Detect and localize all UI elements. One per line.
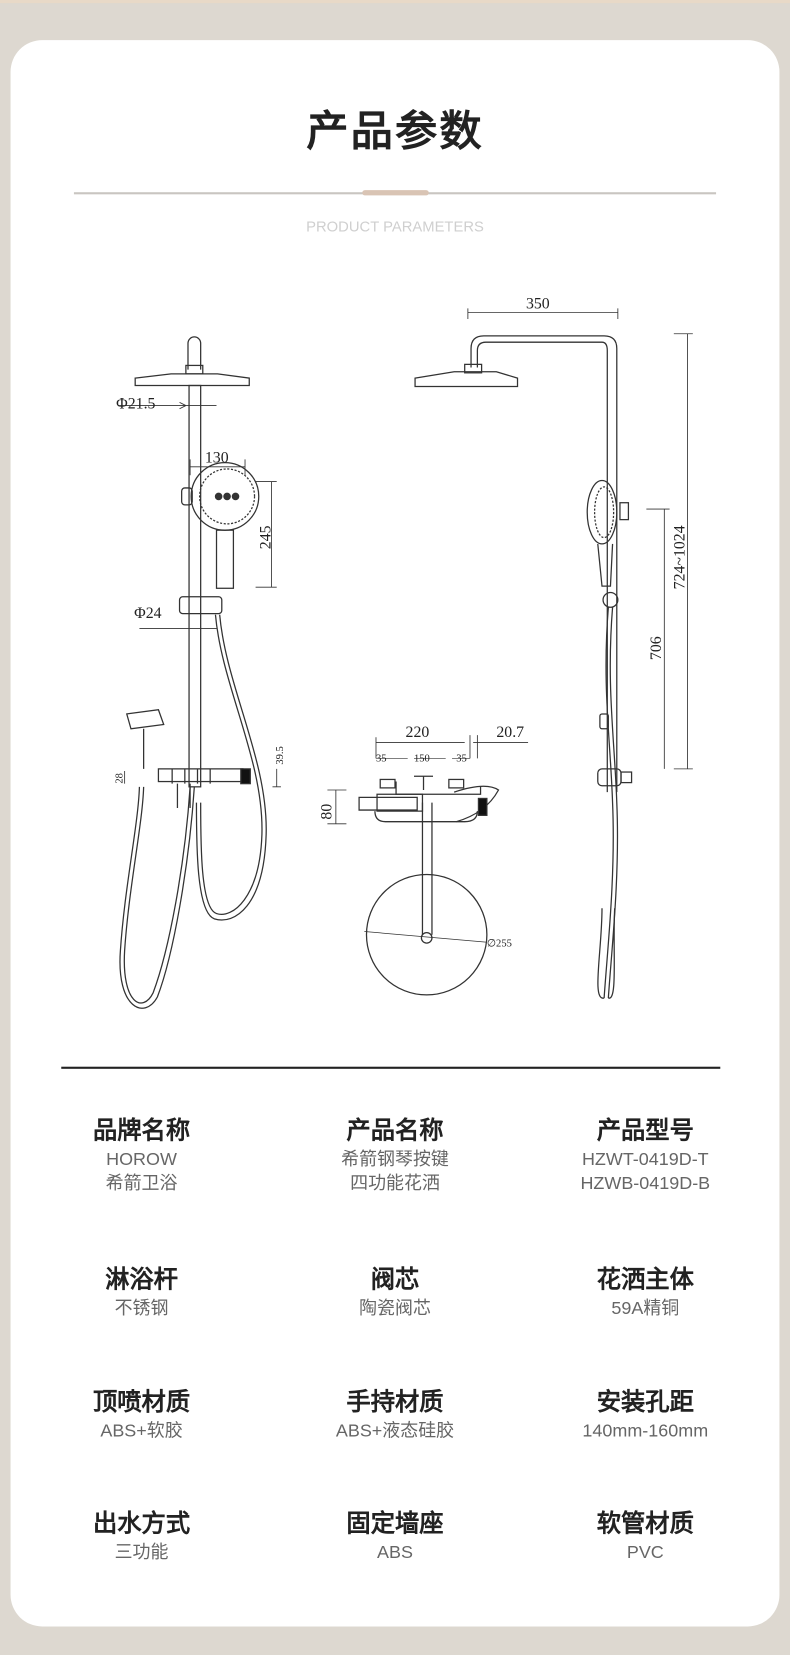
- side-view-drawing: [414, 308, 693, 999]
- front-view-drawing: [118, 336, 281, 1009]
- page-title: 产品参数: [306, 107, 484, 157]
- spec-value: 140mm-160mm: [582, 1420, 709, 1441]
- spec-valve-core: 阀芯 陶瓷阀芯: [268, 1264, 521, 1320]
- spec-value: ABS+液态硅胶: [335, 1420, 455, 1441]
- spec-value: 三功能: [114, 1541, 169, 1563]
- spec-value: 不锈钢: [114, 1298, 169, 1319]
- spec-body: 花洒主体 59A精铜: [519, 1264, 772, 1320]
- spec-label: 产品名称: [346, 1117, 444, 1145]
- dim-shelf-offset: 39.5: [275, 746, 286, 764]
- dim-inlet-right: 35: [456, 753, 467, 764]
- page-subtitle: PRODUCT PARAMETERS: [306, 217, 484, 235]
- spec-label: 淋浴杆: [105, 1266, 178, 1294]
- valve-top-view-drawing: [327, 735, 529, 996]
- spec-water-mode: 出水方式 三功能: [15, 1508, 268, 1564]
- dim-rail-height: 706: [648, 636, 665, 660]
- spec-hole-spacing: 安装孔距 140mm-160mm: [519, 1387, 772, 1443]
- spec-label: 软管材质: [596, 1510, 694, 1538]
- spec-value: HOROW: [106, 1149, 177, 1170]
- dim-handheld-height: 245: [257, 525, 274, 549]
- spec-model: 产品型号 HZWT-0419D-T HZWB-0419D-B: [519, 1115, 772, 1195]
- spec-handheld-material: 手持材质 ABS+液态硅胶: [268, 1387, 521, 1443]
- spec-value: PVC: [626, 1541, 664, 1563]
- spec-label: 花洒主体: [596, 1266, 694, 1294]
- spec-value: ABS: [377, 1541, 413, 1563]
- dim-valve-width: 220: [406, 724, 430, 741]
- spec-value: 陶瓷阀芯: [359, 1298, 431, 1319]
- spec-label: 产品型号: [596, 1117, 694, 1145]
- dim-inlet-left: 35: [376, 753, 387, 764]
- spec-label: 阀芯: [370, 1266, 420, 1294]
- spec-value: ABS+软胶: [100, 1420, 183, 1441]
- shower-dimension-drawing: Φ21.5 130 245 Φ24 28 39.5 350: [115, 295, 693, 1009]
- spec-wall-mount: 固定墙座 ABS: [268, 1508, 521, 1564]
- spec-label: 顶喷材质: [92, 1388, 191, 1417]
- spec-label: 品牌名称: [92, 1117, 191, 1145]
- spec-label: 固定墙座: [346, 1510, 444, 1538]
- section-divider: [61, 1066, 721, 1069]
- dim-handheld-width: 130: [205, 450, 229, 467]
- spec-value: HZWT-0419D-T: [581, 1149, 709, 1170]
- dim-pipe-diameter-top: Φ21.5: [116, 396, 155, 413]
- spec-top-spray-material: 顶喷材质 ABS+软胶: [15, 1387, 268, 1443]
- dim-total-height-range: 724~1024: [671, 525, 688, 589]
- dim-inlet-spacing: 150: [414, 753, 430, 764]
- spec-value: 59A精铜: [611, 1298, 680, 1319]
- spec-value: 希箭卫浴: [105, 1173, 178, 1194]
- dim-arm-length: 350: [526, 295, 550, 312]
- dim-shelf-height: 28: [115, 773, 126, 784]
- dim-valve-height: 80: [319, 804, 336, 820]
- spec-label: 手持材质: [346, 1388, 444, 1417]
- spec-brand: 品牌名称 HOROW 希箭卫浴: [15, 1115, 268, 1195]
- spec-product-name: 产品名称 希箭钢琴按键 四功能花洒: [268, 1115, 521, 1195]
- spec-value: HZWB-0419D-B: [580, 1173, 711, 1194]
- dim-valve-side: 20.7: [496, 724, 524, 741]
- spec-label: 出水方式: [92, 1510, 191, 1538]
- dim-pipe-diameter-bottom: Φ24: [134, 605, 161, 622]
- title-divider-accent: [362, 190, 429, 196]
- spec-value: 四功能花洒: [350, 1173, 440, 1194]
- spec-hose-material: 软管材质 PVC: [519, 1508, 772, 1564]
- spec-shower-rod: 淋浴杆 不锈钢: [15, 1264, 268, 1320]
- dim-top-spray-diameter: ∅255: [487, 938, 512, 949]
- top-strip: [0, 0, 790, 4]
- spec-value: 希箭钢琴按键: [341, 1149, 449, 1170]
- spec-label: 安装孔距: [596, 1388, 694, 1417]
